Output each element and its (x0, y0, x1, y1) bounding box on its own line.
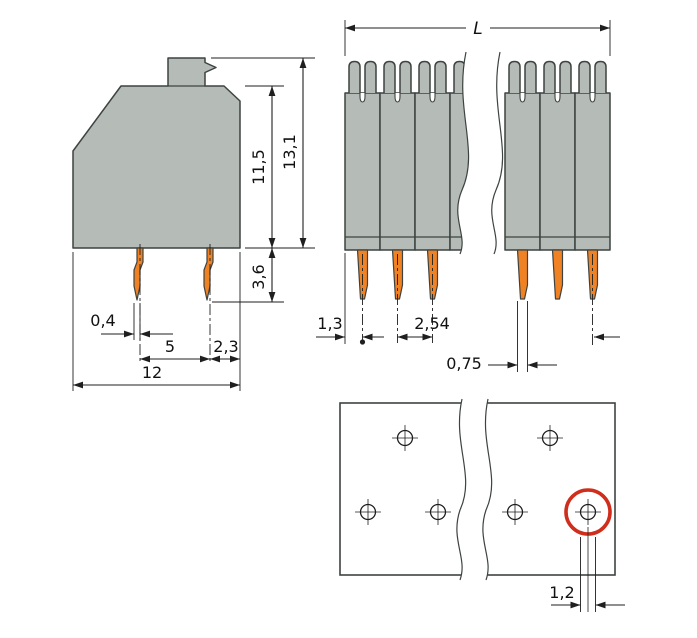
dim-label-total-height: 13,1 (280, 134, 299, 170)
dim-overall-length: L (344, 19, 611, 56)
dim-label-overall-depth: 12 (142, 363, 162, 382)
dim-label-pin-width-front: 0,75 (446, 354, 482, 373)
break-lines-plan (456, 398, 493, 581)
dim-label-overall-length: L (473, 19, 482, 39)
side-view: 11,5 13,1 3,6 0,4 5 (72, 57, 315, 391)
dim-label-pin-pitch: 2,54 (414, 314, 450, 333)
reference-dot (359, 339, 366, 345)
dim-body-height: 11,5 (245, 85, 315, 249)
dim-label-pin-spacing: 5 (165, 337, 175, 356)
dim-hole-diameter: 1,2 (549, 527, 625, 612)
dim-pin-width-front: 0,75 (446, 301, 557, 373)
front-pins (356, 249, 599, 300)
dim-total-height: 13,1 (211, 57, 315, 248)
dim-label-edge-to-first-pole: 1,3 (317, 314, 342, 333)
dim-label-pin-length: 3,6 (249, 264, 268, 289)
dim-overall-depth: 12 (72, 252, 241, 391)
dim-label-hole-diameter: 1,2 (549, 583, 574, 602)
dim-edge-to-first-pole: 1,3 (316, 253, 384, 345)
break-lines-front (457, 51, 504, 255)
dim-pin-length: 3,6 (212, 248, 284, 303)
housing-side-profile (72, 57, 241, 249)
drilling-plan: 1,2 (339, 398, 625, 612)
dim-label-pin-width-side: 0,4 (90, 311, 115, 330)
dim-label-body-height: 11,5 (249, 149, 268, 185)
front-view: L 1,3 2,54 0,75 (316, 19, 620, 373)
dim-label-pin-to-edge: 2,3 (213, 337, 238, 356)
dim-pin-pitch: 2,54 (397, 254, 450, 343)
solder-pin-right (203, 247, 214, 301)
last-pin-reference (592, 254, 620, 346)
dim-pin-to-edge: 2,3 (210, 337, 240, 363)
dim-pin-spacing: 5 (140, 337, 210, 363)
solder-pin-left (133, 247, 144, 301)
dim-pin-width-side: 0,4 (90, 303, 173, 340)
